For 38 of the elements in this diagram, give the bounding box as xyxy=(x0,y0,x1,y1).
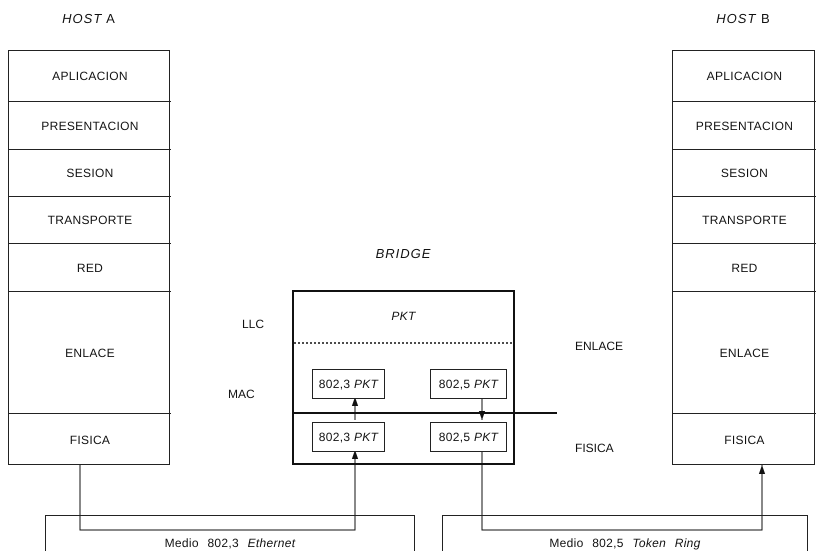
connector-arrow xyxy=(352,450,358,516)
layer-label: APLICACION xyxy=(706,69,782,83)
layer-label: FISICA xyxy=(70,433,110,447)
layer-label: ENLACE xyxy=(720,346,770,360)
bridge-title: BRIDGE xyxy=(374,246,432,261)
medium-label: Medio 802,5 Token Ring xyxy=(549,536,701,550)
layer-label: TRANSPORTE xyxy=(702,213,787,227)
layer-label: PRESENTACION xyxy=(41,118,139,132)
host-title: HOST A xyxy=(62,11,116,26)
layer-label: RED xyxy=(731,260,758,274)
packet-box xyxy=(312,369,385,399)
sublayer-label: LLC xyxy=(242,317,264,331)
medium-segment xyxy=(442,515,808,551)
host-title: HOST B xyxy=(716,11,771,26)
layer-label: PRESENTACION xyxy=(696,118,794,132)
packet-label: 802,5 PKT xyxy=(438,377,498,391)
packet-box xyxy=(430,422,507,452)
layer-label: ENLACE xyxy=(65,346,115,360)
layer-label: FISICA xyxy=(575,441,614,455)
sublayer-label: MAC xyxy=(228,387,255,401)
layer-label: TRANSPORTE xyxy=(48,213,132,227)
layer-label: APLICACION xyxy=(52,69,128,83)
layer-label: ENLACE xyxy=(575,339,624,353)
medium-label: Medio 802,3 Ethernet xyxy=(164,536,296,550)
packet-box xyxy=(430,369,507,399)
packet-box xyxy=(312,422,385,452)
layer-label: RED xyxy=(76,260,104,274)
layer-label: FISICA xyxy=(724,433,765,447)
connector-arrow xyxy=(478,396,486,420)
packet-label: 802,5 PKT xyxy=(438,430,498,444)
packet-label: PKT xyxy=(390,309,417,323)
packet-label: 802,3 PKT xyxy=(318,377,378,391)
layer-label: SESION xyxy=(720,166,768,180)
connector-arrow xyxy=(352,396,358,420)
medium-segment xyxy=(45,515,415,551)
connector-arrow xyxy=(758,464,766,516)
layer-label: SESION xyxy=(66,166,114,180)
packet-label: 802,3 PKT xyxy=(318,430,378,444)
